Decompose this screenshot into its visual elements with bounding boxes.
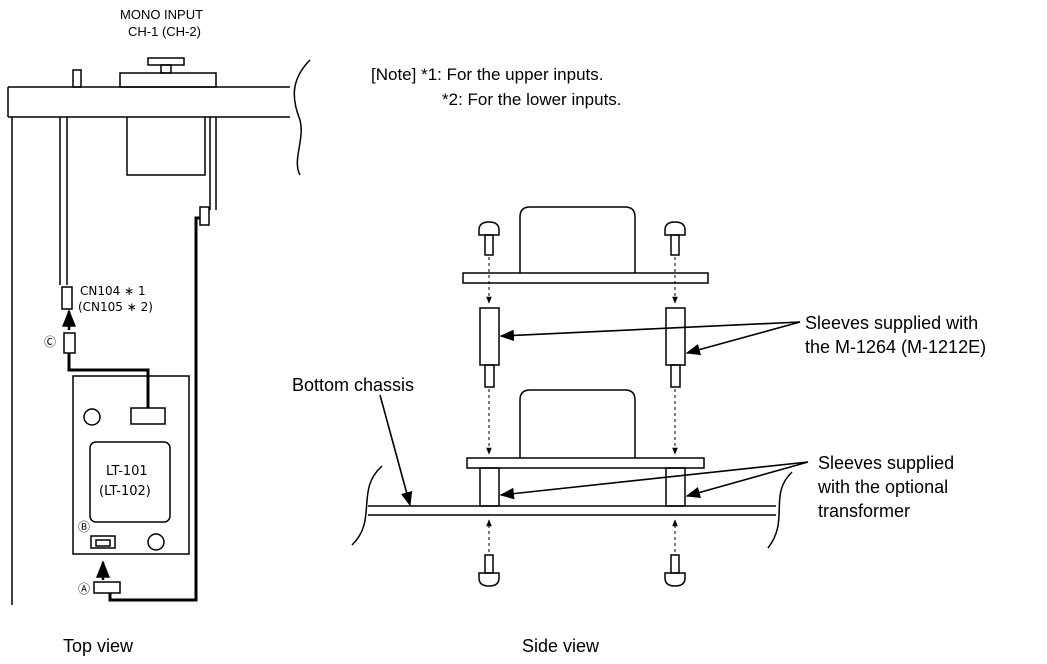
input-jack-knob [119,57,217,88]
top-screw-right [664,221,686,256]
break-line-top [293,59,311,176]
top-view [7,57,311,605]
sleeve-lower-left [479,467,500,507]
lower-transformer-cover [519,389,636,458]
mount-hole-top-left [83,408,101,426]
leader-bottom-chassis [379,394,413,507]
cn105-label: (CN105 ∗ 2) [78,300,153,314]
mono-input-label: MONO INPUT [120,7,204,22]
front-panel [7,86,290,118]
bottom-screw-right [664,554,686,587]
sleeves-opt-label-line3: transformer [818,501,911,521]
channel-label: CH-1 (CH-2) [128,24,201,39]
sleeves-m-label-line1: Sleeves supplied with [805,313,979,333]
sleeve-lower-right [665,467,686,507]
note-line-2: *2: For the lower inputs. [442,90,622,109]
lt-bottom-connector [90,535,116,549]
side-view-caption: Side view [522,636,600,656]
sleeves-opt-label-line2: with the optional [818,477,949,497]
sleeves-m-label-line2: the M-1264 (M-1212E) [805,337,987,357]
leader-sleeve-opt-left [499,461,809,500]
cn104-label: CN104 ∗ 1 [80,284,146,298]
lt-module-board [72,375,190,555]
lt-top-connector [130,407,166,425]
break-line-side-right [767,471,793,549]
sleeves-opt-label-line1: Sleeves supplied [818,453,955,473]
leader-sleeve-opt-right [685,461,809,499]
top-view-caption: Top view [63,636,134,656]
sleeve-upper-right [665,307,686,388]
side-view [351,206,793,587]
upper-mounting-plate [462,272,709,284]
bottom-chassis-label: Bottom chassis [292,375,415,395]
plug-c [63,332,76,354]
note-line-1: [Note] *1: For the upper inputs. [371,65,604,84]
right-pcb-connector [199,206,210,226]
bottom-chassis-plate [368,505,776,516]
top-screw-left [478,221,500,256]
mount-hole-bottom-right [147,533,165,551]
marker-b: Ⓑ [78,520,91,534]
marker-a: Ⓐ [78,582,91,596]
small-knob [72,69,82,88]
lt-module-label-box [89,441,171,523]
marker-c: Ⓒ [44,335,57,349]
lower-mounting-plate [466,457,705,469]
sleeve-upper-left [479,307,500,388]
cn104-connector [61,286,73,310]
leader-sleeve-m-left [499,321,801,342]
leader-sleeve-m-right [685,321,801,356]
input-module-body [126,117,206,176]
plug-a [93,581,121,594]
lt-module-name: LT-101 [106,464,148,479]
lt-module-alt-name: (LT-102) [99,484,151,499]
cable-c-to-module [67,353,150,408]
break-line-side-left [351,465,383,546]
assembly-guides [486,257,678,552]
leader-lines [379,321,809,507]
cable-a-to-right-connector [108,216,200,602]
upper-transformer-cover [519,206,636,273]
bottom-screw-left [478,554,500,587]
